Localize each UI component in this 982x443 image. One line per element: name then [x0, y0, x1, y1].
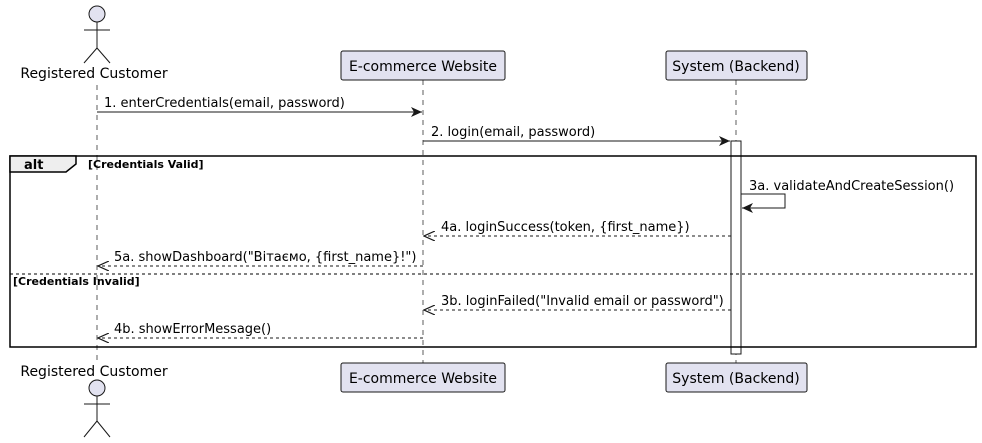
- fragment-guard: [Credentials Invalid]: [13, 275, 140, 288]
- alt-fragment: [9, 155, 977, 348]
- message-label: 3b. loginFailed("Invalid email or passwo…: [441, 294, 724, 309]
- message-label: 4a. loginSuccess(token, {first_name}): [441, 220, 690, 235]
- message-label: 2. login(email, password): [431, 125, 595, 140]
- alt-fragment-tab: [9, 155, 77, 173]
- actor-icon: [88, 379, 106, 397]
- activation-bar-backend: [730, 140, 742, 355]
- actor-customer-top: [83, 5, 111, 64]
- fragment-guard: [Credentials Valid]: [88, 158, 204, 171]
- participant-box-backend-top: [665, 50, 808, 81]
- participant-label-website-bottom: E-commerce Website: [349, 371, 497, 387]
- message-label: 5a. showDashboard("Вітаємо, {first_name}…: [114, 250, 417, 265]
- participant-label-customer-top: Registered Customer: [20, 66, 168, 82]
- participant-label-backend-top: System (Backend): [672, 59, 799, 75]
- participant-label-website-top: E-commerce Website: [349, 59, 497, 75]
- message-label: 3a. validateAndCreateSession(): [749, 179, 954, 194]
- fragment-title: alt: [24, 158, 43, 173]
- participant-label-customer-bottom: Registered Customer: [20, 364, 168, 380]
- participant-box-website-top: [340, 50, 506, 81]
- participant-label-backend-bottom: System (Backend): [672, 371, 799, 387]
- participant-box-backend-bottom: [665, 362, 808, 393]
- actor-icon: [88, 5, 106, 23]
- actor-customer-bottom: [83, 379, 111, 438]
- message-label: 4b. showErrorMessage(): [114, 322, 271, 337]
- message-arrow: [741, 193, 786, 213]
- message-label: 1. enterCredentials(email, password): [104, 96, 345, 111]
- participant-box-website-bottom: [340, 362, 506, 393]
